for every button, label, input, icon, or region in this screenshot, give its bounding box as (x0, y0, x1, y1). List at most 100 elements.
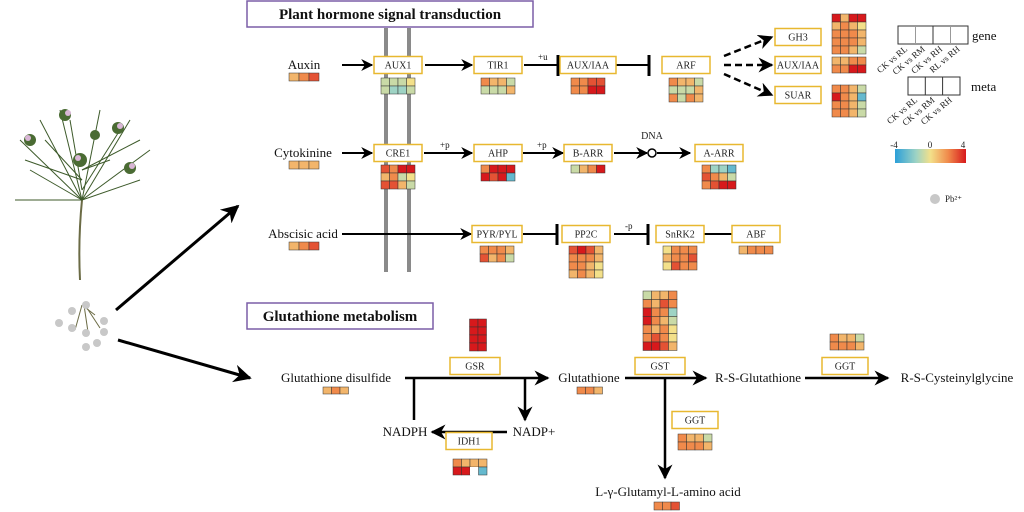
auxiaa-cell (579, 77, 589, 87)
ggt1-cell (846, 333, 856, 343)
arf-cell (685, 93, 695, 103)
snrk2-cell (688, 253, 698, 263)
glutathione-title-box (246, 302, 434, 330)
snrk2-cell (662, 245, 672, 255)
gh3-cell (840, 13, 850, 23)
ggt1-cell (838, 333, 848, 343)
suar-box[interactable]: SUAR (774, 85, 822, 105)
tir1-cell (506, 77, 516, 87)
aux1-cell (380, 85, 390, 95)
ggt2-cell (686, 433, 696, 443)
aarr-label: A-ARR (703, 149, 734, 160)
auxiaa-cell (596, 85, 606, 95)
scale-mid: 0 (928, 140, 933, 150)
tir1-label: TIR1 (487, 61, 508, 72)
auxiaa-heatmap (570, 77, 606, 95)
auxiaa-target-cell (840, 56, 850, 66)
aarr-cell (727, 180, 737, 190)
gh3-box[interactable]: GH3 (774, 27, 822, 47)
snrk2-cell (679, 261, 689, 271)
barr-box[interactable]: B-ARR (563, 143, 613, 163)
glutathione-title: Glutathione metabolism (263, 309, 418, 325)
gst-cell (668, 307, 678, 317)
pp2c-cell (585, 261, 595, 271)
auxin-connectors (342, 34, 774, 97)
pp2c-cell (568, 261, 578, 271)
pp2c-box[interactable]: PP2C (561, 224, 611, 244)
aarr-box[interactable]: A-ARR (694, 143, 744, 163)
hormone-title-box (246, 0, 534, 28)
gst-cell (659, 290, 669, 300)
gh3-cell (857, 29, 867, 39)
aarr-cell (727, 164, 737, 174)
aarr-cell (701, 180, 711, 190)
aarr-cell (718, 172, 728, 182)
gst-cell (651, 324, 661, 334)
pyr-box[interactable]: PYR/PYL (471, 224, 523, 244)
pp2c-cell (585, 253, 595, 263)
cre1-cell (397, 180, 407, 190)
cre1-cell (380, 180, 390, 190)
aux1-cell (380, 77, 390, 87)
auxiaa-target-cell (848, 56, 858, 66)
abf-box[interactable]: ABF (731, 224, 781, 244)
arf-cell (668, 77, 678, 87)
ahp-cell (489, 172, 499, 182)
gsr-cell (469, 318, 479, 328)
abf-cell (764, 245, 774, 255)
ggt2-cell (677, 433, 687, 443)
ggt1-box[interactable]: GGT (821, 356, 869, 376)
ahp-cell (506, 164, 516, 174)
aux1-cell (389, 77, 399, 87)
ahp-box[interactable]: AHP (473, 143, 523, 163)
pyr-heatmap (479, 245, 515, 263)
abf-heatmap (738, 245, 774, 255)
gsr-box[interactable]: GSR (449, 356, 501, 376)
arf-box[interactable]: ARF (661, 55, 711, 75)
cre1-cell (397, 164, 407, 174)
suar-cell (857, 84, 867, 94)
gst-cell (651, 307, 661, 317)
ggt2-box[interactable]: GGT (671, 410, 719, 430)
auxiaa-target-cell (831, 56, 841, 66)
gh3-cell (857, 37, 867, 47)
pb-legend-dot (930, 194, 940, 204)
suar-cell (840, 92, 850, 102)
gsr-label: GSR (465, 362, 485, 373)
ahp-cell (497, 164, 507, 174)
gh3-cell (848, 37, 858, 47)
pb-legend-label: Pb²⁺ (945, 194, 962, 204)
pp2c-cell (585, 269, 595, 279)
gst-box[interactable]: GST (634, 356, 686, 376)
aux1-box[interactable]: AUX1 (373, 55, 423, 75)
auxiaa-target-cell (857, 56, 867, 66)
gsr-cell (461, 327, 470, 335)
cytokinine-ligand-cell (308, 160, 320, 170)
cre1-cell (406, 164, 416, 174)
pp2c-cell (594, 245, 604, 255)
auxiaa2-box[interactable]: AUX/IAA (774, 55, 822, 75)
suar-cell (857, 100, 867, 110)
arf-cell (694, 77, 704, 87)
pp2c-heatmap (568, 245, 604, 279)
pp2c-cell (568, 253, 578, 263)
gst-cell (642, 290, 652, 300)
pp2c-cell (577, 253, 587, 263)
snrk2-box[interactable]: SnRK2 (655, 224, 705, 244)
ggt2-cell (677, 441, 687, 451)
idh1-box[interactable]: IDH1 (445, 431, 493, 451)
gsr-cell (461, 319, 470, 327)
pyr-cell (496, 253, 506, 263)
gh3-cell (840, 21, 850, 31)
cre1-box[interactable]: CRE1 (373, 143, 423, 163)
scale-max: 4 (961, 140, 966, 150)
gst-cell (659, 341, 669, 351)
cre1-label: CRE1 (386, 149, 410, 160)
tir1-box[interactable]: TIR1 (473, 55, 523, 75)
idh1-cell (452, 466, 462, 476)
cre1-cell (389, 164, 399, 174)
idh1-heatmap (452, 458, 488, 476)
auxiaa-box[interactable]: AUX/IAA (559, 55, 617, 75)
ahp-cell (497, 172, 507, 182)
gh3-cell (831, 45, 841, 55)
